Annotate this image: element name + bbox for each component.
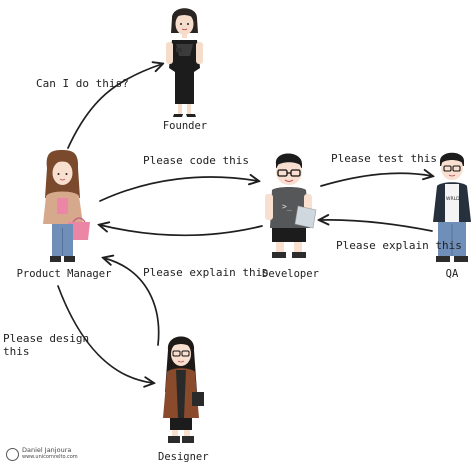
signature-name: Daniel Janjoura (22, 446, 72, 454)
arrow-developer-to-pm (100, 225, 263, 237)
unicorn-logo-icon (6, 448, 19, 461)
arrow-pm-to-founder (67, 64, 162, 149)
role-label-product-manager: Product Manager (16, 268, 112, 280)
arrow-pm-to-developer (99, 177, 258, 202)
message-designer-to-pm: Please explain this (143, 266, 269, 279)
message-pm-to-designer: Please design this (3, 332, 90, 358)
message-pm-to-developer: Please code this (143, 154, 249, 167)
role-label-qa: QA (445, 268, 459, 280)
message-developer-to-qa: Please test this (331, 152, 437, 165)
founder-figure (166, 8, 203, 117)
developer-figure: >_ (265, 153, 317, 258)
message-pm-to-founder: Can I do this? (36, 77, 129, 90)
arrow-qa-to-developer (320, 220, 433, 232)
arrow-developer-to-qa (320, 173, 432, 187)
product-manager-figure (43, 150, 90, 262)
signature-site: www.unicornrelto.com (22, 454, 78, 460)
role-label-designer: Designer (158, 451, 209, 463)
designer-figure (163, 336, 204, 443)
svg-text:WRLD: WRLD (446, 196, 460, 202)
message-qa-to-developer: Please explain this (336, 239, 462, 252)
role-label-founder: Founder (162, 120, 208, 132)
qa-figure: WRLD (433, 152, 471, 262)
svg-text:>_: >_ (282, 202, 292, 211)
arrow-pm-to-designer (57, 285, 153, 383)
arrow-designer-to-pm (104, 258, 160, 346)
role-label-developer: Developer (262, 268, 319, 280)
